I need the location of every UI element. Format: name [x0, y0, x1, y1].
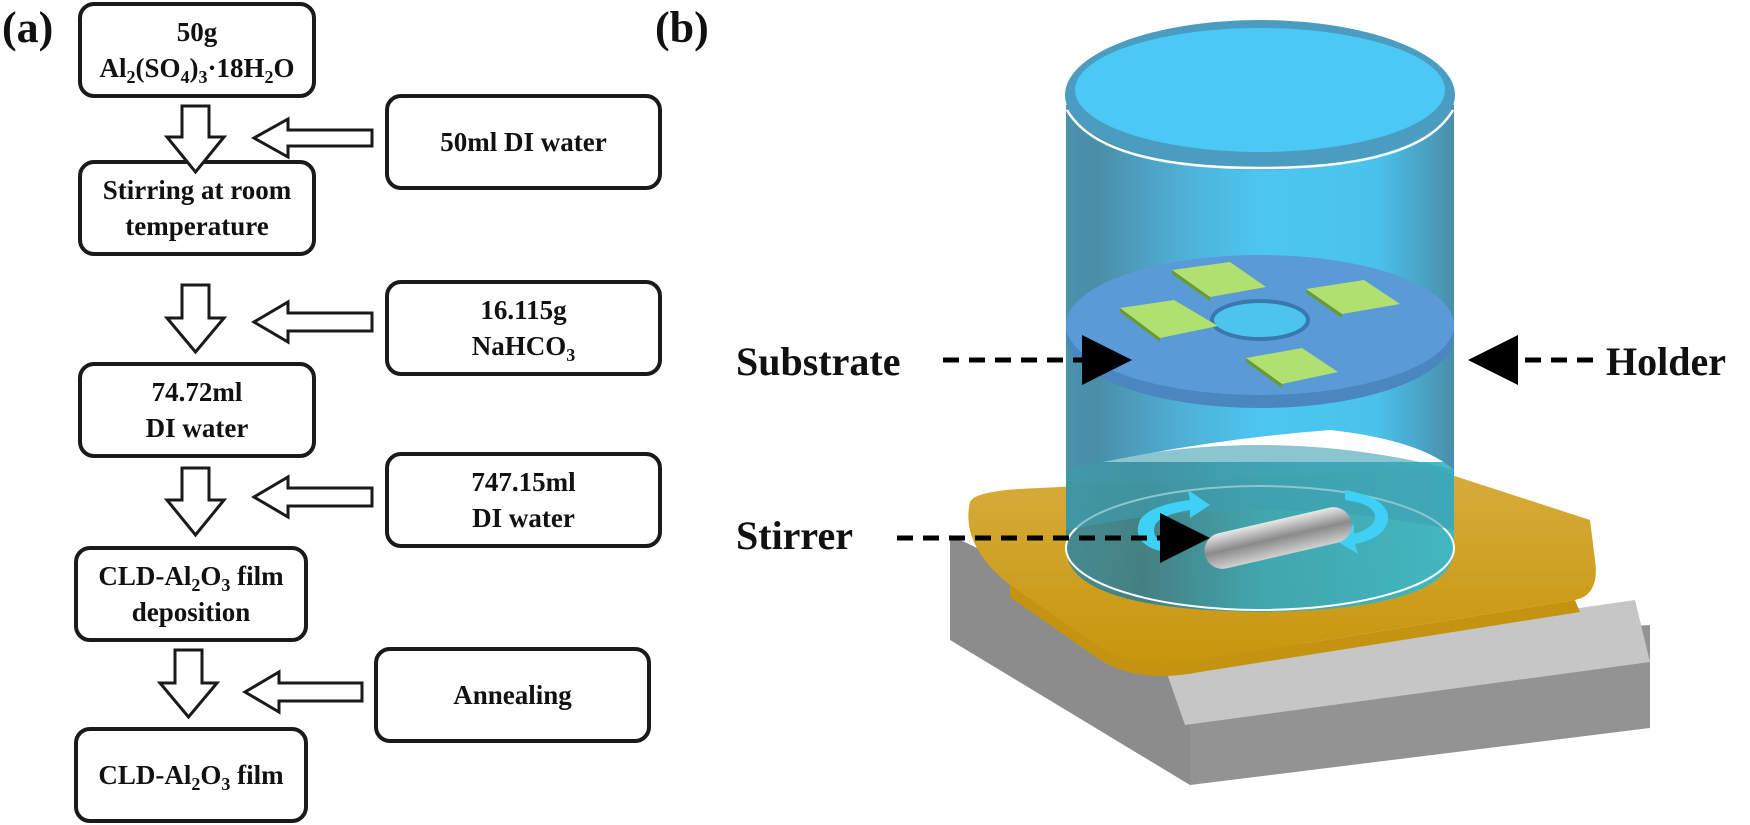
- input-nahco3-formula: NaHCO3: [471, 331, 576, 365]
- input-di-water-747ml-label: DI water: [472, 503, 575, 533]
- substrate-square: [1172, 270, 1210, 301]
- substrate-square: [1246, 348, 1338, 384]
- rotation-arrow-icon: [1137, 490, 1210, 552]
- holder-label: Holder: [1606, 339, 1726, 384]
- step-aluminum-sulfate: 50g Al2(SO4)3·18H2O: [78, 2, 316, 98]
- holder-center-hole: [1210, 299, 1310, 341]
- substrate-square: [1306, 289, 1342, 318]
- input-annealing: Annealing: [374, 647, 651, 743]
- step-aluminum-sulfate-amount: 50g: [176, 17, 218, 47]
- step-final-film: CLD-Al2O3 film: [74, 727, 308, 823]
- left-arrow-icon: [242, 669, 364, 715]
- step-film-deposition-line1: CLD-Al2O3 film: [98, 561, 284, 595]
- input-di-water-50ml-label: 50ml DI water: [440, 127, 607, 157]
- hotplate-side-left: [950, 535, 1190, 785]
- rotation-arrow-icon: [1335, 490, 1389, 554]
- input-nahco3: 16.115g NaHCO3: [385, 280, 662, 376]
- down-arrow-icon: [156, 648, 221, 720]
- input-di-water-747ml: 747.15ml DI water: [385, 452, 662, 548]
- step-stirring-line2: temperature: [125, 211, 269, 241]
- down-arrow-icon: [163, 466, 228, 538]
- left-arrow-icon: [251, 474, 374, 520]
- substrate-square: [1306, 280, 1400, 314]
- panel-a-label: (a): [2, 3, 54, 52]
- panel-b-label: (b): [655, 3, 709, 52]
- stirrer-label: Stirrer: [736, 513, 853, 558]
- step-film-deposition: CLD-Al2O3 film deposition: [74, 546, 308, 642]
- step-aluminum-sulfate-formula: Al2(SO4)3·18H2O: [99, 53, 295, 87]
- step-film-deposition-line2: deposition: [131, 597, 251, 627]
- down-arrow-icon: [163, 104, 228, 175]
- substrate-label: Substrate: [736, 339, 901, 384]
- beaker-top: [1075, 28, 1445, 152]
- step-stirring-line1: Stirring at room: [102, 175, 292, 205]
- step-stirring: Stirring at room temperature: [78, 160, 316, 256]
- substrate-square: [1246, 358, 1282, 388]
- input-di-water-747ml-amount: 747.15ml: [471, 467, 576, 497]
- substrate-square: [1120, 300, 1218, 338]
- left-arrow-icon: [250, 116, 374, 160]
- input-annealing-label: Annealing: [453, 680, 572, 710]
- stirrer-bar: [1204, 507, 1352, 569]
- substrate-square: [1120, 308, 1160, 342]
- stirrer: [1137, 490, 1389, 569]
- hotplate-front-panel: [1165, 600, 1650, 725]
- beaker-rim-highlight: [1065, 109, 1455, 170]
- input-di-water-50ml: 50ml DI water: [385, 94, 662, 190]
- holder: [1066, 255, 1454, 408]
- substrates: [1120, 262, 1400, 388]
- input-nahco3-amount: 16.115g: [480, 295, 567, 325]
- left-arrow-icon: [251, 299, 374, 345]
- step-di-water-amount: 74.72ml: [151, 377, 243, 407]
- step-final-film-line1: CLD-Al2O3 film: [98, 760, 284, 794]
- substrate-square: [1172, 262, 1266, 297]
- flow-arrows: [156, 104, 374, 720]
- step-di-water-label: DI water: [145, 413, 249, 443]
- down-arrow-icon: [163, 283, 228, 355]
- step-di-water: 74.72ml DI water: [78, 362, 316, 458]
